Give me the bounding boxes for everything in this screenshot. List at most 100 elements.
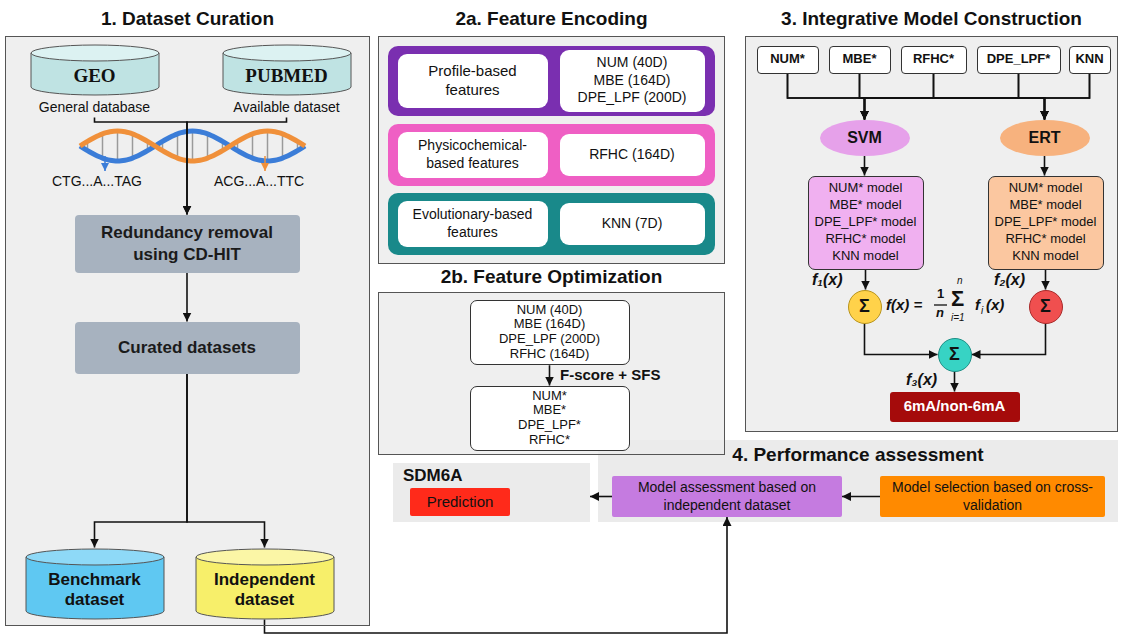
section-panel: 2a. Feature EncodingProfile-based featur… — [378, 36, 725, 264]
node-text: NUM (40D) — [517, 303, 583, 318]
edge-label: f₁(x) — [812, 271, 843, 289]
connector — [934, 74, 1045, 120]
node-text: DPE_LPF* model — [995, 214, 1097, 231]
database-cylinder: Independent dataset — [195, 548, 335, 620]
node-text: RFHC* model — [825, 231, 905, 248]
category-box: Physicochemical-based features — [398, 132, 548, 178]
connector — [95, 118, 188, 215]
connector — [788, 74, 1045, 120]
assessment-box: Model selection based on cross-validatio… — [880, 476, 1105, 517]
connector — [865, 324, 938, 355]
formula-text: Σ — [951, 288, 964, 310]
feature-list-box: NUM (40D)MBE (164D)DPE_LPF (200D)RFHC (1… — [470, 300, 630, 366]
edge-label: f₃(x) — [906, 371, 937, 389]
sum-circle: Σ — [1029, 290, 1063, 324]
section-heading: 3. Integrative Model Construction — [746, 8, 1117, 30]
section-panel: 4. Performance assessmentModel assessmen… — [598, 440, 1118, 522]
node-text: Model selection based on cross-validatio… — [884, 479, 1101, 514]
feature-band — [388, 46, 715, 116]
node-text: DPE_LPF (200D) — [578, 89, 687, 107]
sum-circle: Σ — [848, 290, 882, 324]
base-pair — [207, 134, 209, 158]
process-box: Redundancy removal using CD-HIT — [75, 215, 300, 273]
model-list-box: NUM* modelMBE* modelDPE_LPF* modelRFHC* … — [988, 176, 1104, 270]
category-box: Evolutionary-based features — [398, 201, 548, 247]
node-text: Σ — [949, 343, 960, 366]
base-pair — [117, 131, 119, 161]
connector — [590, 496, 612, 498]
section-heading: 2a. Feature Encoding — [379, 8, 724, 30]
node-text: Σ — [1040, 295, 1051, 318]
node-text: Profile-based features — [402, 62, 544, 100]
formula-text: 1 — [937, 287, 944, 300]
process-box: Curated datasets — [75, 322, 300, 374]
node-text: SVM — [847, 128, 882, 148]
connector — [865, 74, 1019, 120]
feature-box: MBE* — [829, 46, 891, 74]
feature-list-box: NUM (40D)MBE (164D)DPE_LPF (200D) — [560, 50, 705, 112]
caption-text: Available dataset — [222, 99, 352, 115]
node-text: Curated datasets — [118, 337, 256, 358]
panel-fills — [5, 36, 1118, 626]
node-text: MBE* — [843, 51, 877, 67]
node-text: MBE (164D) — [514, 317, 586, 332]
node-text: NUM* model — [1009, 180, 1083, 197]
connector — [95, 374, 188, 548]
connector — [865, 74, 1090, 120]
formula-text: f(x) = — [886, 297, 922, 312]
strand-pointer — [264, 156, 266, 171]
formula-text: i — [981, 306, 983, 316]
node-text: RFHC* model — [1005, 231, 1085, 248]
feature-band — [388, 193, 715, 255]
database-cylinder: GEO General database — [30, 44, 160, 118]
panel-fill — [5, 36, 370, 626]
base-pair — [177, 134, 179, 158]
node-text: GEO — [30, 44, 160, 96]
node-text: KNN — [1075, 51, 1103, 67]
base-pair — [267, 131, 269, 161]
base-pair — [252, 134, 254, 158]
feature-box: RFHC* — [901, 46, 967, 74]
feature-box: KNN — [1069, 46, 1111, 74]
connector — [788, 74, 865, 120]
node-text: MBE* model — [1009, 197, 1081, 214]
formula-text: i=1 — [951, 313, 965, 323]
panel-fill — [745, 36, 1118, 432]
node-text: DPE_LPF* model — [815, 214, 917, 231]
feature-list-box: RFHC (164D) — [560, 134, 705, 176]
edge-label: f₂(x) — [994, 271, 1025, 289]
node-text: NUM (40D) — [597, 54, 668, 72]
node-text: NUM* — [532, 389, 567, 404]
node-text: Evolutionary-based features — [402, 206, 544, 241]
node-text: KNN (7D) — [602, 215, 663, 233]
node-text: PUBMED — [222, 44, 352, 96]
feature-box: NUM* — [757, 46, 819, 74]
node-text: Benchmark dataset — [25, 548, 165, 620]
node-text: Σ — [859, 295, 870, 318]
node-text: RFHC* — [529, 433, 570, 448]
panel-fill — [378, 36, 725, 264]
connector — [187, 374, 265, 548]
connector — [865, 74, 934, 120]
connector — [954, 372, 956, 392]
dna-strand — [80, 131, 305, 161]
sequence-label: CTG...A...TAG — [52, 174, 142, 188]
node-text: Redundancy removal using CD-HIT — [79, 222, 296, 265]
caption-text: General database — [30, 99, 160, 115]
prediction-box: Prediction — [410, 488, 510, 516]
connector — [1045, 270, 1047, 290]
database-cylinder: PUBMED Available dataset — [222, 44, 352, 118]
section-heading: SDM6A — [403, 466, 463, 486]
panel-fill — [378, 292, 725, 455]
panel-fill — [598, 440, 1118, 522]
dna-helix — [80, 131, 305, 171]
connector — [865, 270, 867, 290]
feature-list-box: NUM*MBE*DPE_LPF*RFHC* — [470, 386, 630, 452]
node-text: RFHC (164D) — [510, 347, 589, 362]
connector — [1044, 156, 1046, 176]
section-heading: 2b. Feature Optimization — [379, 266, 724, 288]
node-text: Physicochemical-based features — [402, 137, 544, 172]
strand-pointer — [104, 156, 106, 171]
model-list-box: NUM* modelMBE* modelDPE_LPF* modelRFHC* … — [808, 176, 924, 270]
output-box: 6mA/non-6mA — [890, 392, 1020, 422]
